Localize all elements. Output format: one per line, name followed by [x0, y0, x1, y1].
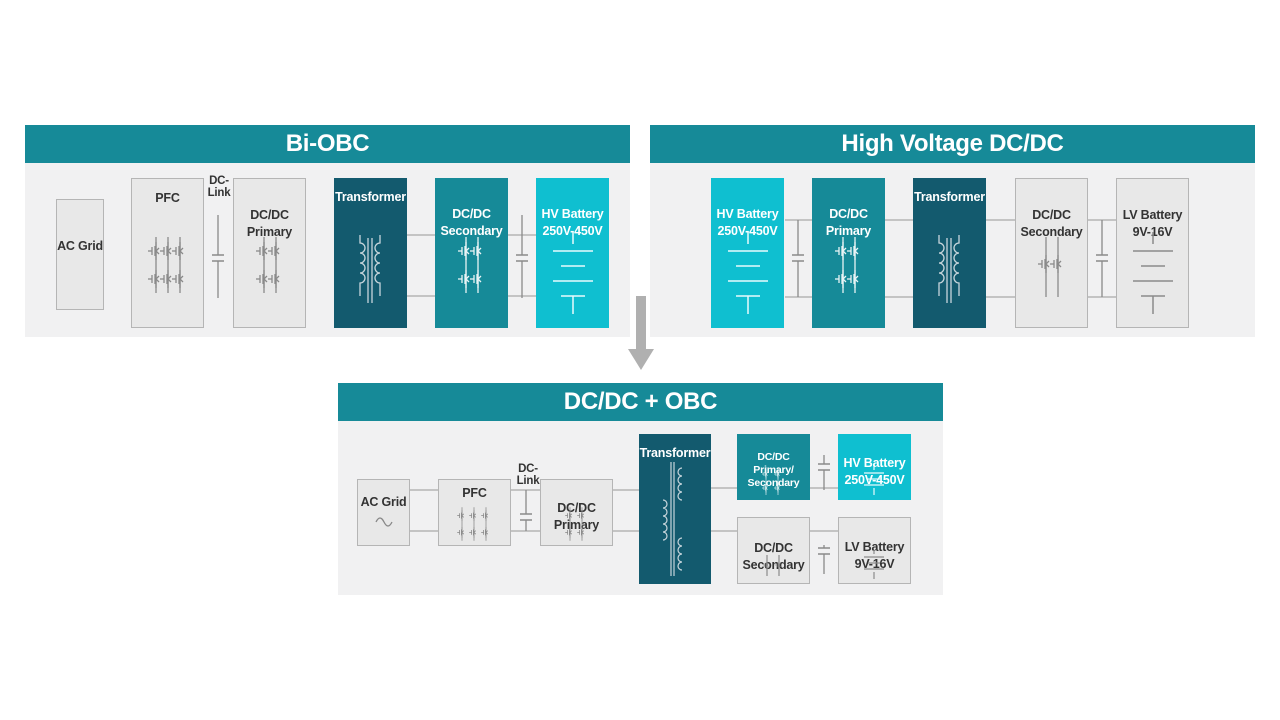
transformer-block-3: Transformer — [639, 434, 711, 584]
pfc-label-3: PFC — [462, 486, 487, 500]
dcdc-primary-label-3: DC/DC Primary — [553, 501, 600, 532]
ac-grid-block: AC Grid — [56, 199, 104, 310]
dcdc-primary-block-2: DC/DC Primary — [812, 178, 885, 328]
pfc-block: PFC — [131, 178, 204, 328]
dcdc-secondary-label: DC/DC Secondary — [440, 207, 503, 238]
hv-battery-label-2: HV Battery 250V-450V — [716, 207, 779, 238]
hv-battery-label: HV Battery 250V-450V — [541, 207, 604, 238]
bi-obc-title: Bi-OBC — [25, 125, 630, 163]
transformer-label: Transformer — [335, 190, 406, 204]
lv-battery-label: LV Battery 9V-16V — [1122, 208, 1183, 239]
hv-battery-label-3: HV Battery 250V-450V — [843, 456, 906, 487]
lv-battery-label-3: LV Battery 9V-16V — [844, 540, 905, 571]
combined-title: DC/DC + OBC — [338, 383, 943, 421]
hv-battery-block: HV Battery 250V-450V — [536, 178, 609, 328]
dcdc-primary-label-2: DC/DC Primary — [825, 207, 872, 238]
transformer-block-2: Transformer — [913, 178, 986, 328]
lv-battery-block-3: LV Battery 9V-16V — [838, 517, 911, 584]
dcdc-secondary-block-2: DC/DC Secondary — [1015, 178, 1088, 328]
pfc-block-3: PFC — [438, 479, 511, 546]
dcdc-primary-secondary-label: DC/DC Primary/ Secondary — [747, 451, 800, 489]
hv-battery-block-2: HV Battery 250V-450V — [711, 178, 784, 328]
ac-grid-block-3: AC Grid — [357, 479, 410, 546]
dcdc-primary-block-3: DC/DC Primary — [540, 479, 613, 546]
transformer-block: Transformer — [334, 178, 407, 328]
dcdc-primary-secondary-block: DC/DC Primary/ Secondary — [737, 434, 810, 500]
ac-grid-label-3: AC Grid — [360, 495, 407, 509]
dcdc-primary-label: DC/DC Primary — [246, 208, 293, 239]
bi-obc-panel — [25, 163, 630, 337]
dc-link-label-3: DC- Link — [516, 463, 540, 487]
hv-dcdc-title: High Voltage DC/DC — [650, 125, 1255, 163]
ac-grid-label: AC Grid — [57, 239, 103, 253]
dcdc-secondary-block-3: DC/DC Secondary — [737, 517, 810, 584]
dcdc-primary-block: DC/DC Primary — [233, 178, 306, 328]
pfc-label: PFC — [155, 191, 180, 205]
dc-link-label: DC- Link — [207, 175, 231, 199]
transformer-label-2: Transformer — [914, 190, 985, 204]
dcdc-secondary-label-2: DC/DC Secondary — [1020, 208, 1083, 239]
dcdc-secondary-label-3: DC/DC Secondary — [742, 541, 805, 572]
hv-battery-block-3: HV Battery 250V-450V — [838, 434, 911, 500]
lv-battery-block: LV Battery 9V-16V — [1116, 178, 1189, 328]
dcdc-secondary-block: DC/DC Secondary — [435, 178, 508, 328]
transformer-label-3: Transformer — [639, 446, 711, 460]
